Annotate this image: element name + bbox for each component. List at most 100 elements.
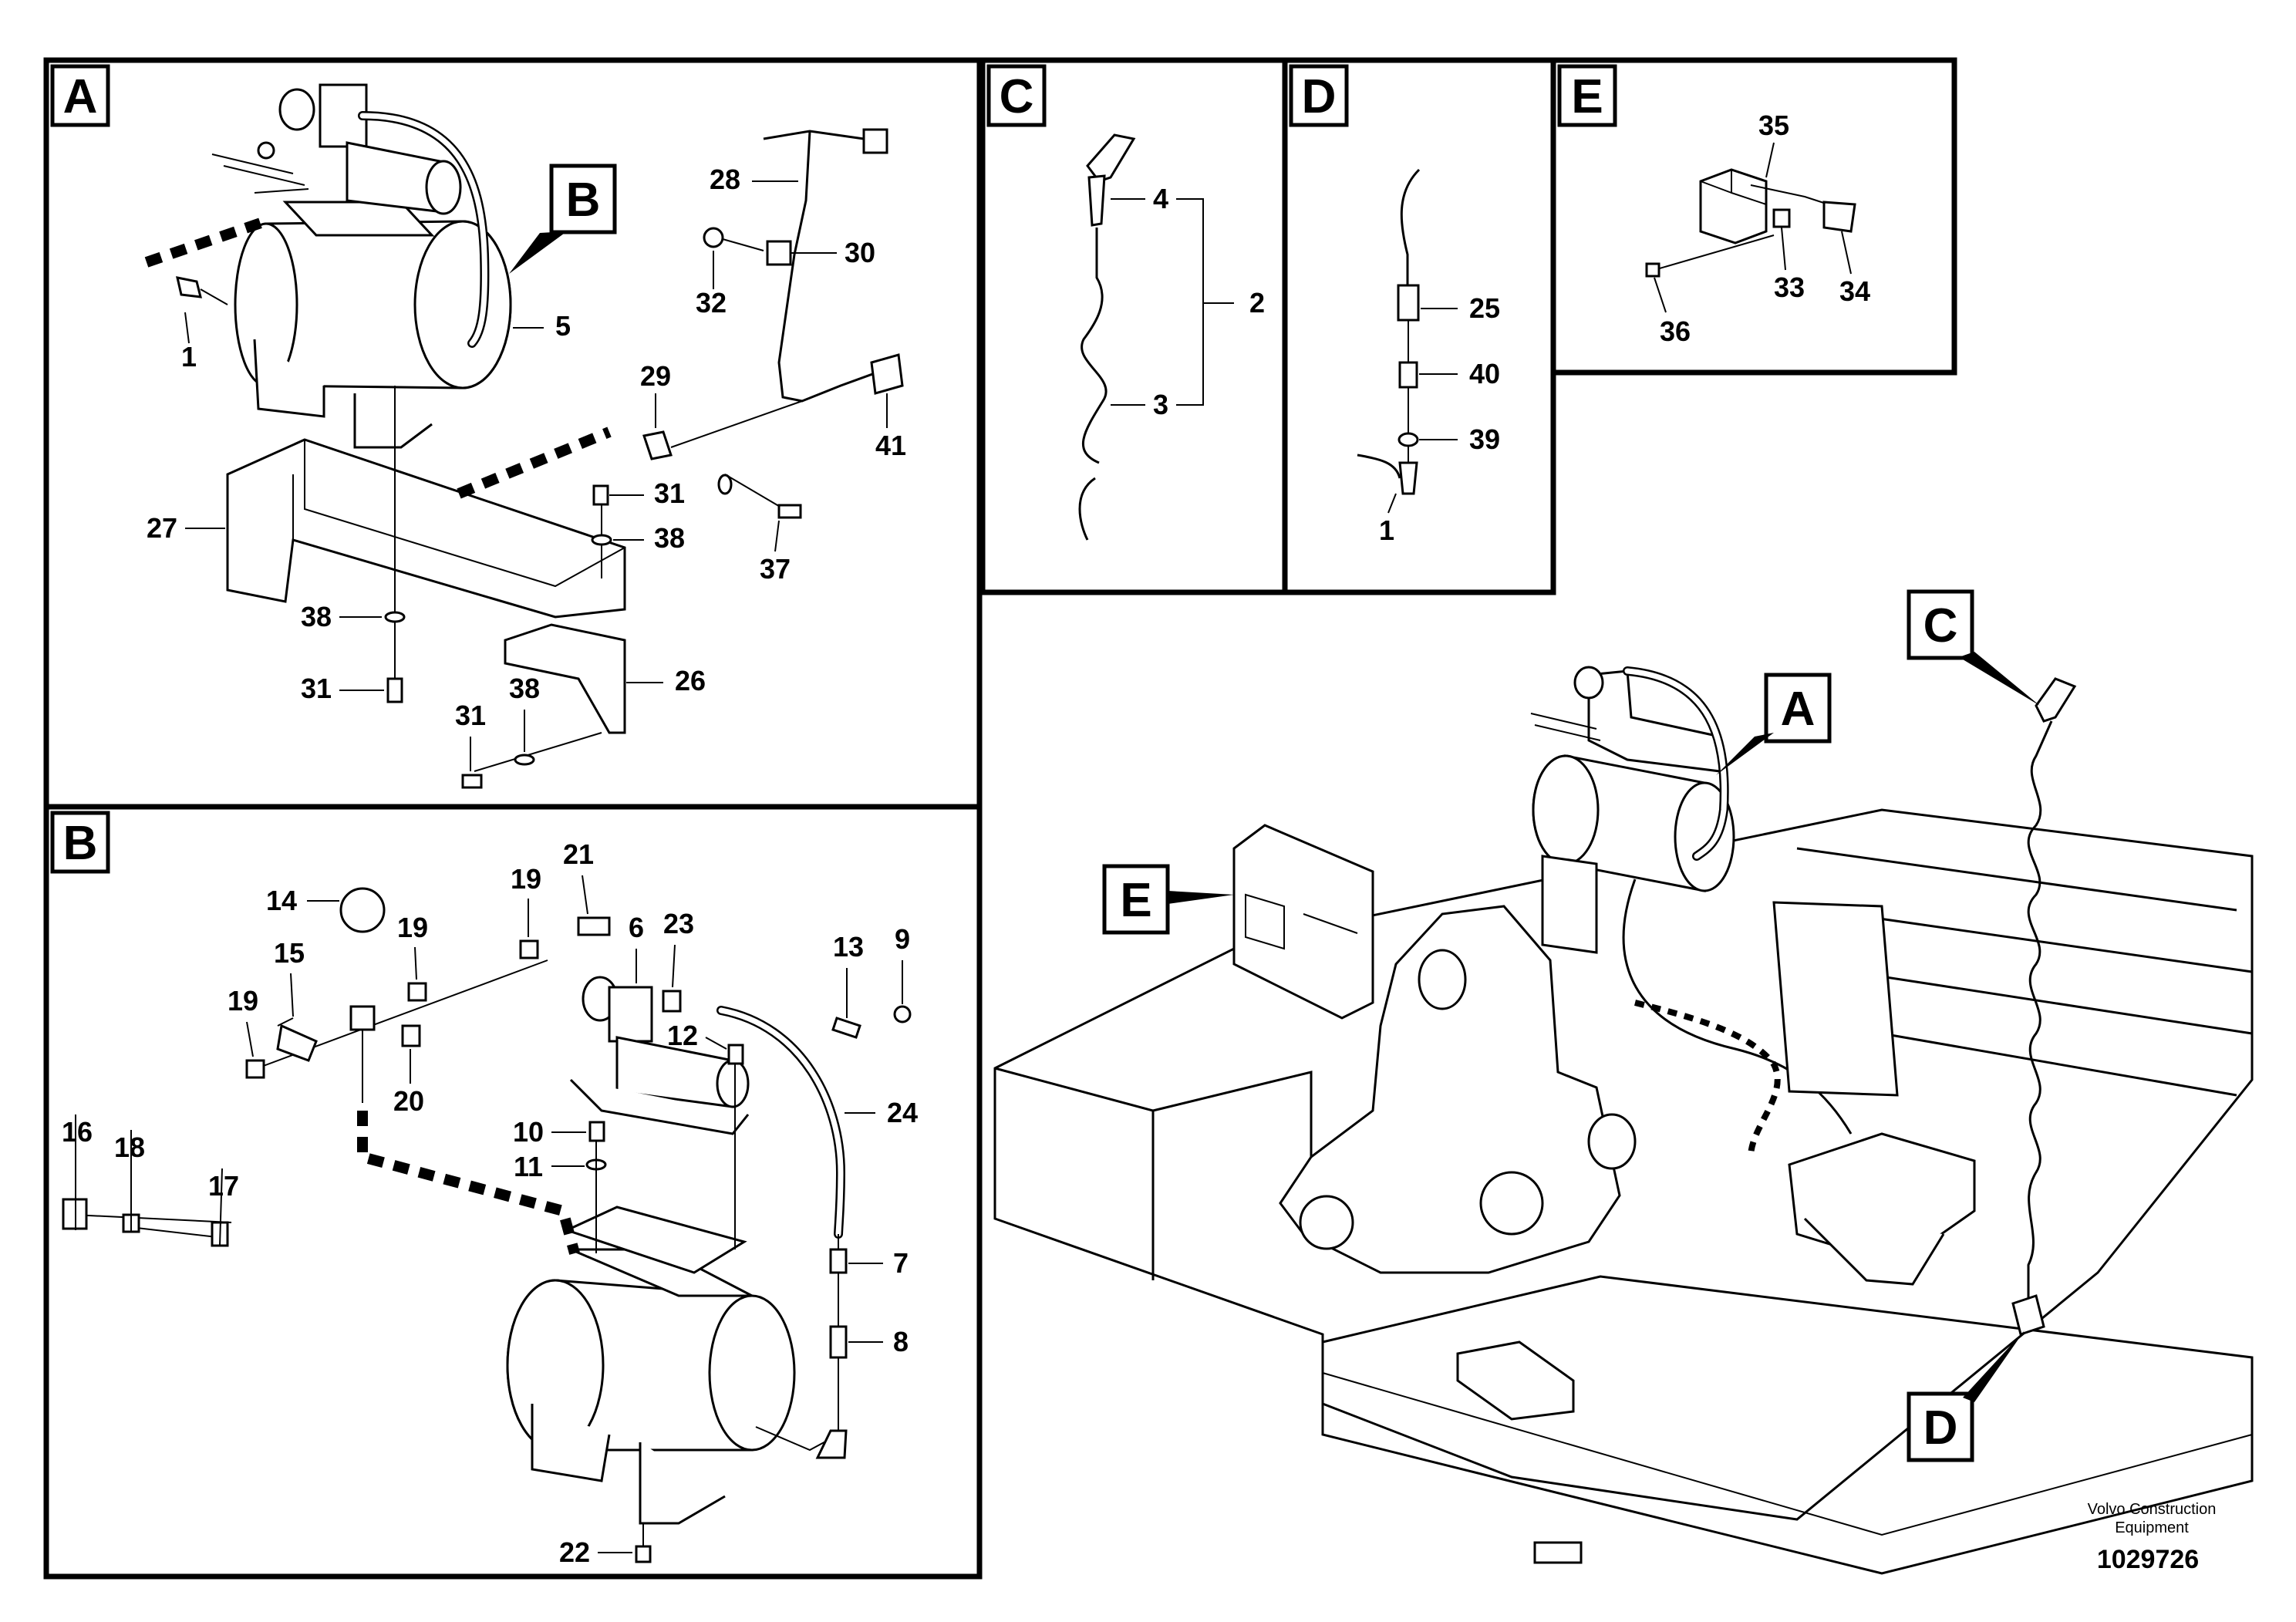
e-bolt-36 (1654, 234, 1775, 271)
panel-b-frame (43, 804, 983, 1580)
b-valve-15 (276, 1023, 318, 1062)
b-bolt-lines (595, 1064, 736, 1546)
callout-a-31-left: 31 (301, 673, 332, 704)
panel-e-tag: E (1571, 70, 1603, 123)
callout-b-23: 23 (663, 908, 694, 939)
ov-tag-a: A (1781, 683, 1816, 736)
b-fitting-23 (662, 990, 682, 1013)
b-tank-foot-1 (531, 1404, 611, 1482)
panel-b-tag: B (63, 817, 98, 870)
boom-pin-lower-2 (1479, 1171, 1544, 1236)
ov-tag-c-pointer (1959, 652, 2040, 706)
callout-a-29: 29 (640, 360, 671, 392)
leader-a-37 (774, 520, 780, 552)
ov-tag-e-pointer (1168, 891, 1234, 904)
panel-d-callouts: 25 40 39 1 (1379, 292, 1500, 546)
b-fitting-7 (829, 1248, 848, 1274)
ov-hose-inner (1624, 668, 1728, 859)
callout-b-8: 8 (893, 1326, 909, 1357)
ov-control-unit (1232, 824, 1374, 1020)
callout-a-37: 37 (760, 553, 791, 585)
footer-company-line1: Volvo Construction (2088, 1501, 2217, 1518)
boom-mount (1279, 905, 1621, 1274)
ov-pedal (1456, 1340, 1575, 1421)
panel-d-tag: D (1302, 70, 1337, 123)
callout-b-15: 15 (274, 937, 305, 969)
c-connector-body (1087, 174, 1106, 227)
panel-a-tag: A (63, 70, 98, 123)
bolt-31a (386, 677, 403, 703)
panel-c-callouts: 4 2 3 (1111, 183, 1265, 420)
leader-b-19-left (246, 1021, 254, 1057)
callout-d-1: 1 (1379, 514, 1394, 546)
screw-32 (703, 227, 724, 248)
c-coil (1078, 228, 1108, 541)
tank-hose-inner (359, 113, 487, 346)
leader-b-12 (705, 1037, 727, 1050)
leader-d-1 (1387, 493, 1397, 514)
b-fitting-21 (577, 916, 611, 936)
connector-top (862, 128, 888, 154)
boom-pin-lower-3 (1587, 1113, 1637, 1170)
panel-c-tag: C (1000, 70, 1034, 123)
leader-b-15 (290, 973, 294, 1017)
callout-a-38-left: 38 (301, 601, 332, 632)
ov-console-base (1803, 1217, 1945, 1286)
callout-b-20: 20 (393, 1085, 424, 1117)
b-gauge-14 (339, 887, 386, 933)
callout-a-38-top: 38 (654, 522, 685, 554)
callout-b-12: 12 (667, 1020, 698, 1051)
b-elbow (815, 1429, 848, 1459)
panel-e-tag-box (1557, 64, 1617, 127)
callout-d-39: 39 (1469, 423, 1500, 455)
panel-a-ref-b: B (509, 164, 617, 274)
callout-e-33: 33 (1774, 271, 1805, 303)
panel-a-drawing (144, 83, 904, 789)
panel-e-callouts: 35 33 34 36 (1654, 110, 1870, 347)
bolt-37 (777, 504, 802, 519)
b-fitting-20 (401, 1024, 421, 1047)
d-fitting-1 (1398, 461, 1418, 495)
harness-to-29 (670, 400, 803, 448)
c-connector (1086, 133, 1136, 183)
b-plate (563, 1206, 747, 1274)
valve-knob (257, 141, 275, 160)
b-fitting-chain (72, 959, 548, 1239)
ref-b-pointer (509, 231, 567, 274)
leader-a-1 (184, 312, 190, 344)
callout-b-14: 14 (266, 885, 297, 916)
screw-32-line (722, 238, 764, 251)
washer-38d (717, 474, 733, 495)
ov-bracket (1541, 855, 1598, 954)
b-fitting-19a (519, 939, 539, 959)
panel-e-frame (1550, 57, 1957, 376)
b-fitting-19b (407, 982, 427, 1002)
tank-foot-left (253, 339, 325, 418)
washer-38c (514, 754, 535, 766)
b-bracket-13 (831, 1017, 861, 1039)
e-box-35-edge (1700, 170, 1767, 205)
leader-b-23 (672, 944, 676, 988)
plate-slot (1533, 1541, 1583, 1564)
frame-right-rails (1796, 847, 2253, 1097)
panel-a-callouts: 1 5 28 30 32 29 41 31 38 37 27 38 31 38 … (147, 164, 906, 771)
footer-drawing-number: 1029726 (2097, 1545, 2199, 1574)
b-fitting-8 (829, 1325, 848, 1359)
panel-d-drawing (1357, 168, 1421, 495)
panel-d-tag-box (1289, 64, 1349, 127)
fitting-1-line (200, 288, 228, 305)
connection-dash-a2 (457, 427, 612, 499)
compressor-motor-end (425, 160, 462, 215)
callout-b-18: 18 (114, 1131, 145, 1163)
compressor-fittings (211, 153, 309, 194)
e-box-35 (1699, 168, 1768, 244)
e-bolt-36-head (1645, 262, 1660, 278)
bracket-26 (504, 623, 626, 734)
callout-d-25: 25 (1469, 292, 1500, 324)
ov-tag-a-pointer (1716, 733, 1774, 775)
ov-fittings (1530, 713, 1601, 741)
clamp-29 (642, 430, 673, 460)
leader-e-35 (1765, 142, 1775, 178)
fitting-1 (176, 276, 202, 298)
